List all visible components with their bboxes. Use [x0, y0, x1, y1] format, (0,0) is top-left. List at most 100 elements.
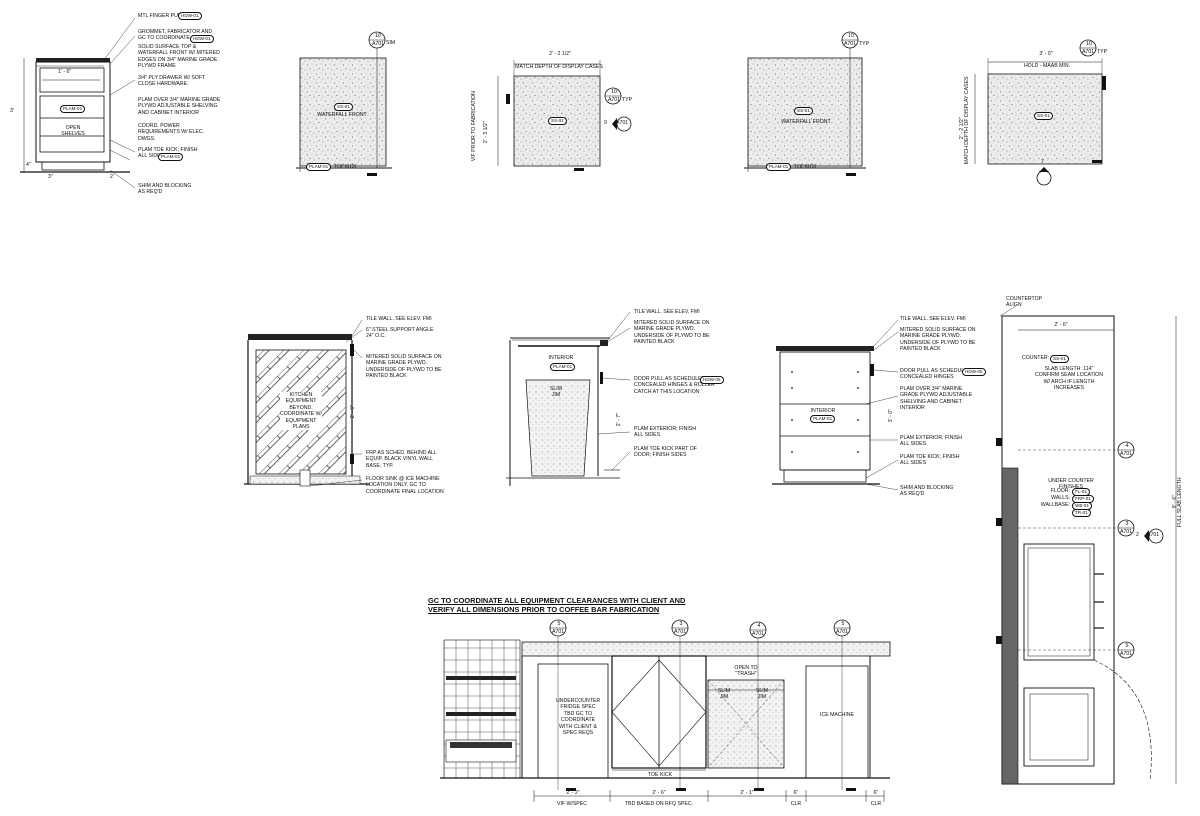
elev4-dim-top-note: HOLD - MAAB MIN. — [1023, 63, 1071, 69]
cab-interior: INTERIOR — [810, 408, 836, 414]
elev3-plam: PLAM-01 — [766, 163, 792, 171]
note-finger-pull: MTL FINGER PULL — [138, 13, 184, 19]
elev1-label: WATERFALL FRONT — [317, 112, 367, 118]
tag-hdw-grommet: HDW-01 — [190, 35, 214, 43]
front-elev-callout-1-num: 5 — [557, 621, 561, 627]
elev3-callout-suffix: TYP — [859, 41, 870, 47]
front-elev-dim-4: 6" — [793, 790, 799, 796]
note-solid-surface-top: SOLID SURFACE TOP & WATERFALL FRONT W/ M… — [138, 44, 220, 70]
elev1-plam: PLAM-01 — [306, 163, 332, 171]
elev2-callout-suffix: TYP — [622, 97, 633, 103]
front-elev-dim-note-4: CLR — [870, 801, 882, 807]
elev4-callout-sheet: A701 — [1081, 49, 1095, 55]
plan-finish-walls-key: WALLS: — [1051, 495, 1070, 501]
label-open-shelves: OPEN SHELVES — [61, 125, 85, 138]
cab-note-mitered: MITERED SOLID SURFACE ON MARINE GRADE PL… — [900, 327, 976, 353]
trash-dim: 2' - 7" — [615, 412, 622, 427]
trash-note-toe-kick: PLAM TOE KICK PART OF DOOR; FINISH SIDES — [634, 446, 697, 459]
cab-plam: PLAM-01 — [810, 415, 836, 423]
front-elev-dim-2: 2' - 6" — [652, 790, 666, 796]
front-elev-dim-note-3: CLR — [790, 801, 802, 807]
elev3-toekick: TOEKICK — [794, 164, 817, 170]
elev1-tag-ss: SS-01 — [334, 103, 353, 111]
cab-note-shim: SHIM AND BLOCKING AS REQ'D — [900, 485, 954, 498]
plan-view — [996, 305, 1177, 785]
trash-note-exterior: PLAM EXTERIOR; FINISH ALL SIDES — [634, 426, 696, 439]
note-power: COORD. POWER REQUIREMENTS W/ ELEC. DWGS. — [138, 123, 205, 142]
front-elev-dim-note-2: TBD BASED ON RFQ SPEC. — [624, 801, 694, 807]
elevation-1 — [296, 31, 392, 176]
front-elev-header-line-1: GC TO COORDINATE ALL EQUIPMENT CLEARANCE… — [428, 596, 686, 605]
tag-plam-toe-kick: PLAM-01 — [158, 153, 184, 161]
section-trash — [506, 311, 631, 486]
plan-dim-top: 2' - 6" — [1054, 322, 1068, 328]
equip-note-angle: 6" STEEL SUPPORT ANGLE 24" O.C. — [366, 327, 434, 340]
elev3-label: WATERFALL FRONT — [781, 119, 831, 125]
elev1-callout-suffix: SIM — [386, 40, 396, 46]
elev3-callout-num: 10 — [848, 33, 854, 39]
plan-finish-wallbase-key: WALLBASE: — [1040, 502, 1070, 508]
elev4-section-sheet: A701 — [1037, 175, 1051, 181]
tag-plam-cabinet: PLAM-01 — [60, 105, 86, 113]
section-cabinet — [772, 319, 899, 491]
plan-callout-3-num: 3 — [1125, 521, 1129, 527]
trash-note-mitered: MITERED SOLID SURFACE ON MARINE GRADE PL… — [634, 320, 710, 346]
elev2-callout-sheet: A701 — [607, 97, 621, 103]
elev1-callout-sheet: A701 — [371, 41, 385, 47]
dim-height: 3' — [10, 108, 14, 114]
equip-note-tile: TILE WALL. SEE ELEV. FMI — [366, 316, 432, 322]
front-elev-dim-1: 2' - 2" — [566, 790, 580, 796]
front-elev-callout-2-num: 3 — [679, 621, 683, 627]
front-elev-fridge-label: UNDERCOUNTER FRIDGE SPEC TBD GC TO COORD… — [556, 698, 601, 737]
front-elevation — [440, 619, 891, 802]
elev3-callout-sheet: A701 — [843, 41, 857, 47]
front-elev-callout-4-num: 5 — [841, 621, 845, 627]
elev2-callout-num: 10 — [611, 89, 617, 95]
plan-callout-4-sheet: A701 — [1119, 451, 1133, 457]
front-elev-callout-3-num: 4 — [757, 623, 761, 629]
front-elev-dim-5: 6" — [873, 790, 879, 796]
elev1-toekick: TOEKICK — [334, 164, 357, 170]
equip-note-mitered: MITERED SOLID SURFACE ON MARINE GRADE PL… — [366, 354, 442, 380]
front-elev-callout-1-sheet: A701 — [551, 629, 565, 635]
note-grommet: GROMMET, FABRICATOR AND GC TO COORDINATE — [138, 29, 213, 42]
elev4-section-num: 7 — [1041, 159, 1044, 165]
equip-note-floor-sink: FLOOR SINK @ ICE MACHINE LOCATION ONLY. … — [366, 476, 444, 495]
tag-hdw-finger-pull: HDW-01 — [178, 12, 202, 20]
plan-callout-3-sheet: A701 — [1119, 529, 1133, 535]
elev4-dim-side-note: MATCH DEPTH OF DISPLAY CASES — [963, 76, 970, 165]
plan-finish-floor-key: FLOOR: — [1050, 488, 1070, 494]
equip-dim: 2' - 6" — [349, 404, 356, 419]
elev2-dim-top: 2' - 2 1/2" — [549, 51, 571, 57]
trash-plam: PLAM-01 — [550, 363, 576, 371]
front-elev-callout-4-sheet: A701 — [835, 629, 849, 635]
front-elev-dim-3: 2' - 1" — [740, 790, 754, 796]
elev2-tag-ss: SS-01 — [548, 117, 567, 125]
elev2-dim-top-note: MATCH DEPTH OF DISPLAY CASES — [515, 64, 603, 70]
plan-finish-trim-val: TR-01 — [1072, 509, 1091, 517]
dim-toe-3: 3" — [48, 174, 53, 180]
plan-callout-4-num: 4 — [1125, 443, 1129, 449]
cab-hdw: HDW-05 — [962, 368, 986, 376]
cab-note-shelving: PLAM OVER 3/4" MARINE GRADE PLYWD ADJUST… — [900, 386, 973, 412]
plan-callout-5-sheet: A701 — [1119, 651, 1133, 657]
front-elev-open-trash: OPEN TO "TRASH" — [734, 665, 758, 678]
cab-dim: 3' - 0" — [887, 408, 894, 423]
elevation-2 — [497, 60, 632, 171]
plan-counter-tag: SS-01 — [1050, 355, 1069, 363]
elev2-dim-side-note: VIF PRIOR TO FABRICATION — [470, 91, 477, 162]
plan-section-2-sheet: A701 — [1147, 532, 1160, 538]
elev2-dim-side: 2' - 3 1/2" — [482, 121, 489, 144]
elev3-tag-ss: SS-01 — [794, 107, 813, 115]
plan-section-2-num: 2 — [1136, 532, 1139, 538]
plan-callout-5-num: 5 — [1125, 643, 1129, 649]
front-elev-slim-1: SLIM JIM — [717, 688, 731, 701]
trash-note-door-pull: DOOR PULL AS SCHEDULED CONCEALED HINGES … — [634, 376, 715, 395]
elevation-3 — [744, 31, 866, 176]
elev4-callout-suffix: TYP — [1097, 49, 1108, 55]
cab-note-tile: TILE WALL. SEE ELEV. FMI — [900, 316, 966, 322]
elev4-dim-top: 3' - 0" — [1039, 51, 1053, 57]
plan-slab-note: SLAB LENGTH: 114" CONFIRM SEAM LOCATION … — [1035, 366, 1103, 392]
plan-dim-side-note: FULL SLAB LENGTH — [1176, 477, 1183, 528]
